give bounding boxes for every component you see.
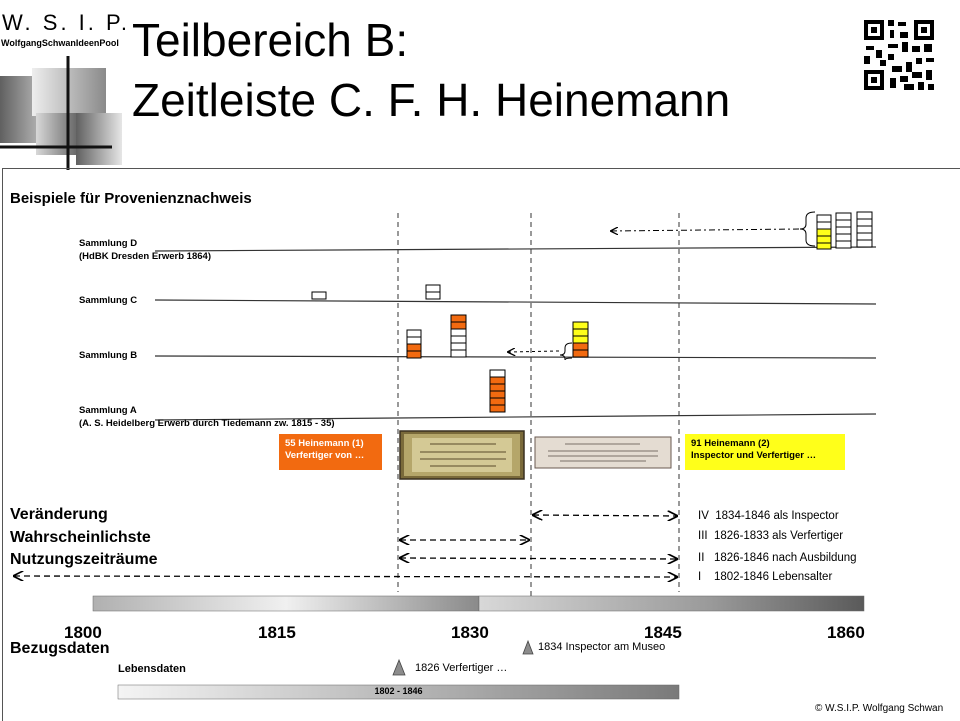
logo-name: W. S. I. P. [2,10,130,35]
year-label-1830: 1830 [451,623,489,642]
period-ii: II 1826-1846 nach Ausbildung [698,552,857,564]
event-verfertiger-label: 1826 Verfertiger … [415,662,508,674]
qr-code-icon [862,18,936,92]
section-title-reference: Bezugsdaten [10,640,110,657]
logo-squares [0,56,122,170]
period-num: IV [698,510,709,522]
axis-bar-right [478,595,865,612]
period-num: III [698,530,708,542]
year-label-1815: 1815 [258,623,296,642]
section-title-change: Veränderung [10,506,108,523]
collection-d-name: Sammlung D [79,238,138,249]
year-label-1800: 1800 [64,623,102,642]
axis-bar-left [92,595,480,612]
specimen-stack-b2 [450,314,467,358]
usage-arrows [14,515,677,577]
collection-b-name: Sammlung B [79,350,138,361]
specimen-label [311,291,327,300]
title-line-1: Teilbereich B: [132,14,409,66]
specimen-stack-d1 [816,214,832,250]
period-num: II [698,552,705,564]
label-photo-1 [399,430,525,480]
specimen-stack-d3 [856,211,873,248]
collection-lines [154,246,877,421]
period-text: 1802-1846 Lebensalter [713,571,833,583]
period-iv-arrow [533,515,677,516]
specimen-stack-b1 [406,329,422,359]
copyright: © W.S.I.P. Wolfgang Schwan [815,703,944,714]
specimen-label [425,291,441,300]
specimen-stack-b3 [572,321,589,358]
period-i: I 1802-1846 Lebensalter [698,571,832,583]
label-box-1-line2: Verfertiger von … [285,450,365,461]
collection-a-note: (A. S. Heidelberg Erwerb durch Tiedemann… [79,418,335,429]
event-marker-1826 [392,658,406,676]
label-box-2-line1: 91 Heinemann (2) [691,438,770,449]
period-text: 1826-1846 nach Ausbildung [713,552,857,564]
collection-a-name: Sammlung A [79,405,137,416]
specimen-label [425,284,441,293]
label-box-1-line1: 55 Heinemann (1) [285,438,364,449]
period-iv: IV 1834-1846 als Inspector [698,510,839,522]
year-label-1845: 1845 [644,623,682,642]
specimen-stack-a [489,369,506,413]
period-text: 1826-1833 als Verfertiger [713,530,844,542]
label-box-2-line2: Inspector und Verfertiger … [691,450,817,461]
period-num: I [698,571,702,583]
lifedata-label: Lebensdaten [118,663,186,675]
event-marker-1834 [522,639,534,655]
specimen-stack-d2 [835,212,852,249]
section-title-usage-1: Wahrscheinlichste [10,529,151,546]
period-iii: III 1826-1833 als Verfertiger [698,530,843,542]
section-title-examples: Beispiele für Provenienznachweis [10,190,252,207]
collection-c-name: Sammlung C [79,295,138,306]
collection-d-note: (HdBK Dresden Erwerb 1864) [79,251,211,262]
content-frame [2,168,960,721]
period-ii-arrow [400,558,677,559]
period-i-arrow [14,576,677,577]
label-box-heinemann-1: 55 Heinemann (1) Verfertiger von … [279,434,382,470]
period-text: 1834-1846 als Inspector [715,510,839,522]
event-inspector-label: 1834 Inspector am Museo [538,641,666,653]
label-photo-2 [534,436,672,469]
label-box-heinemann-2: 91 Heinemann (2) Inspector und Verfertig… [685,434,845,470]
logo-subtitle: WolfgangSchwanIdeenPool [1,38,119,48]
logo: W. S. I. P. WolfgangSchwanIdeenPool [0,0,130,170]
year-label-1860: 1860 [827,623,865,642]
life-bar-label: 1802 - 1846 [374,686,423,696]
life-bar [117,684,680,700]
period-dividers [397,213,680,600]
section-title-usage-2: Nutzungszeiträume [10,551,158,568]
title-line-2: Zeitleiste C. F. H. Heinemann [132,74,731,126]
